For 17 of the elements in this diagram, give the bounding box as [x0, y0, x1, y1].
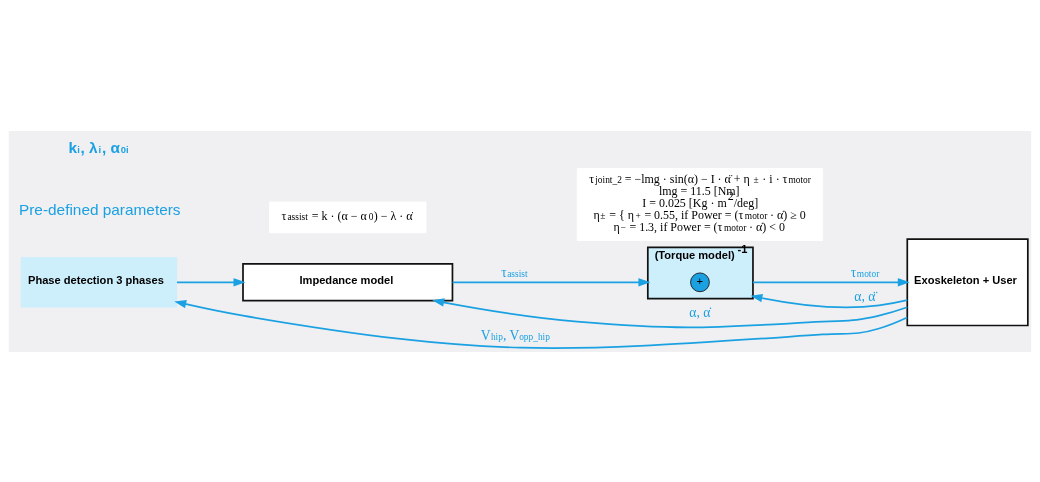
node-circle: + [690, 272, 710, 292]
arrow [176, 277, 246, 287]
node-box: Exoskeleton + User [906, 237, 1029, 326]
edge-label: Vhip, Vopp_hip [480, 327, 550, 343]
edge-label: τmotor [850, 264, 880, 280]
label: ki, λi, α0i [68, 138, 129, 156]
arrow [451, 277, 651, 287]
arrow [174, 299, 909, 349]
arrow [750, 293, 909, 308]
label: Pre-defined parameters [19, 200, 181, 218]
edge-label: τassist [501, 264, 528, 280]
arrow [432, 297, 909, 328]
edge-label: α, α̇ [689, 304, 711, 320]
node-box: Phase detection 3 phases [20, 256, 178, 308]
node-box: Impedance model [242, 262, 454, 302]
arrow [752, 277, 910, 287]
edge-label: α, α̈ [854, 288, 876, 304]
